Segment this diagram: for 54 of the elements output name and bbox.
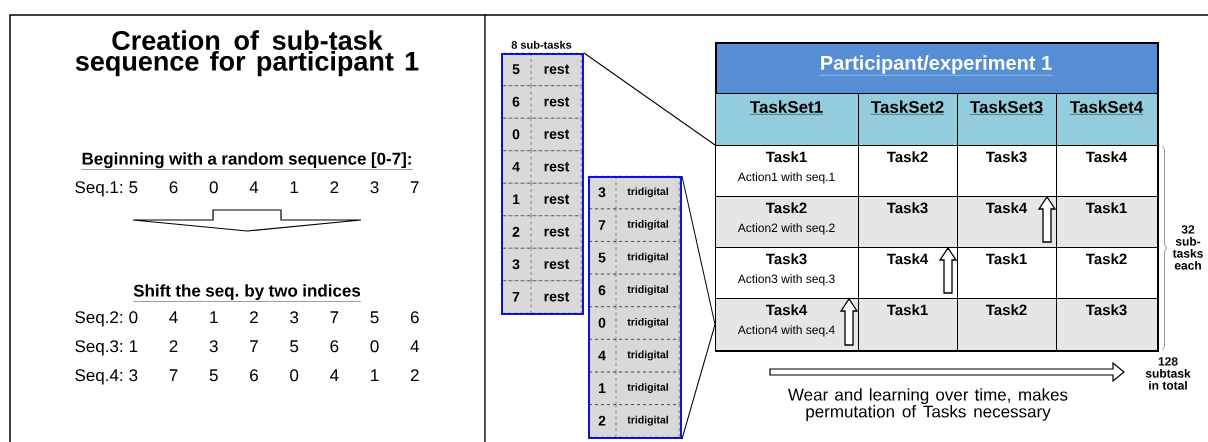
- list-row: 3 tridigital: [589, 175, 680, 210]
- table-cell: Task3: [957, 145, 1057, 197]
- zoom-line: [681, 175, 716, 325]
- sub-task-list: [588, 176, 682, 439]
- table-cell: Task4: [957, 196, 1057, 248]
- zoom-line: [583, 52, 716, 146]
- table-cell: Task4: [1056, 145, 1158, 197]
- table-cell: Task2: [858, 145, 958, 197]
- list-row: 5 rest: [502, 52, 582, 86]
- block-arrow: [938, 246, 958, 294]
- column-header: TaskSet1: [715, 93, 859, 146]
- sequence-row: Seq.3: 1 2 3 7 5 6 0 4: [75, 340, 419, 356]
- list-row: 3 rest: [502, 247, 582, 281]
- table-cell: Task4: [858, 247, 958, 299]
- list-row: 5 tridigital: [589, 241, 680, 275]
- sequence-row: Seq.2: 0 4 1 2 3 7 5 6: [75, 311, 419, 327]
- list-row: 2 tridigital: [589, 404, 680, 438]
- list-row: 0 rest: [502, 117, 582, 151]
- block-arrow: [1037, 195, 1057, 243]
- list-row: 7 rest: [502, 280, 582, 314]
- column-header: TaskSet4: [1056, 93, 1158, 146]
- table-cell: Task3 Action3 with seq.3: [715, 247, 859, 299]
- table-cell: Task2: [1056, 247, 1158, 299]
- table-cell: Task3: [858, 196, 958, 248]
- column-header: TaskSet2: [858, 93, 958, 146]
- table-cell: Task1 Action1 with seq.1: [715, 145, 859, 197]
- note: Wear and learning over time, makes permutation of Tasks necessary: [788, 388, 1068, 421]
- block-arrow: [839, 297, 859, 346]
- list-row: 0 tridigital: [589, 306, 680, 340]
- heading: Creation of sub-task sequence for participant 1: [75, 30, 419, 77]
- list-row: 6 rest: [502, 85, 582, 119]
- sequence-row: Seq.1: 5 6 0 4 1 2 3 7: [75, 181, 419, 197]
- total-label: 128 subtask in total: [1145, 357, 1191, 390]
- table-cell: Task1: [1056, 196, 1158, 248]
- zoom-line: [681, 324, 716, 440]
- table-cell: Task1: [858, 298, 958, 351]
- table-cell: Task4 Action4 with seq.4: [715, 298, 859, 351]
- table-cell: Task3: [1056, 298, 1158, 351]
- table-cell: Task2: [957, 298, 1057, 351]
- list-row: 4 rest: [502, 150, 582, 184]
- list-row: 1 rest: [502, 182, 582, 216]
- node-label: 8 sub-tasks: [511, 40, 572, 49]
- subheading: Beginning with a random sequence [0-7]:: [81, 152, 413, 170]
- subheading: Shift the seq. by two indices: [132, 284, 361, 302]
- column-header: TaskSet3: [957, 93, 1057, 146]
- table-cell: Task2 Action2 with seq.2: [715, 196, 859, 248]
- list-row: 7 tridigital: [589, 208, 680, 242]
- table-cell: Task1: [957, 247, 1057, 299]
- list-row: 6 tridigital: [589, 273, 680, 307]
- list-row: 1 tridigital: [589, 371, 680, 405]
- list-row: 4 tridigital: [589, 338, 680, 373]
- list-row: 2 rest: [502, 215, 582, 249]
- sequence-row: Seq.4: 3 7 5 6 0 4 1 2: [75, 369, 419, 385]
- brace-label: 32 sub-tasks each: [1172, 225, 1203, 270]
